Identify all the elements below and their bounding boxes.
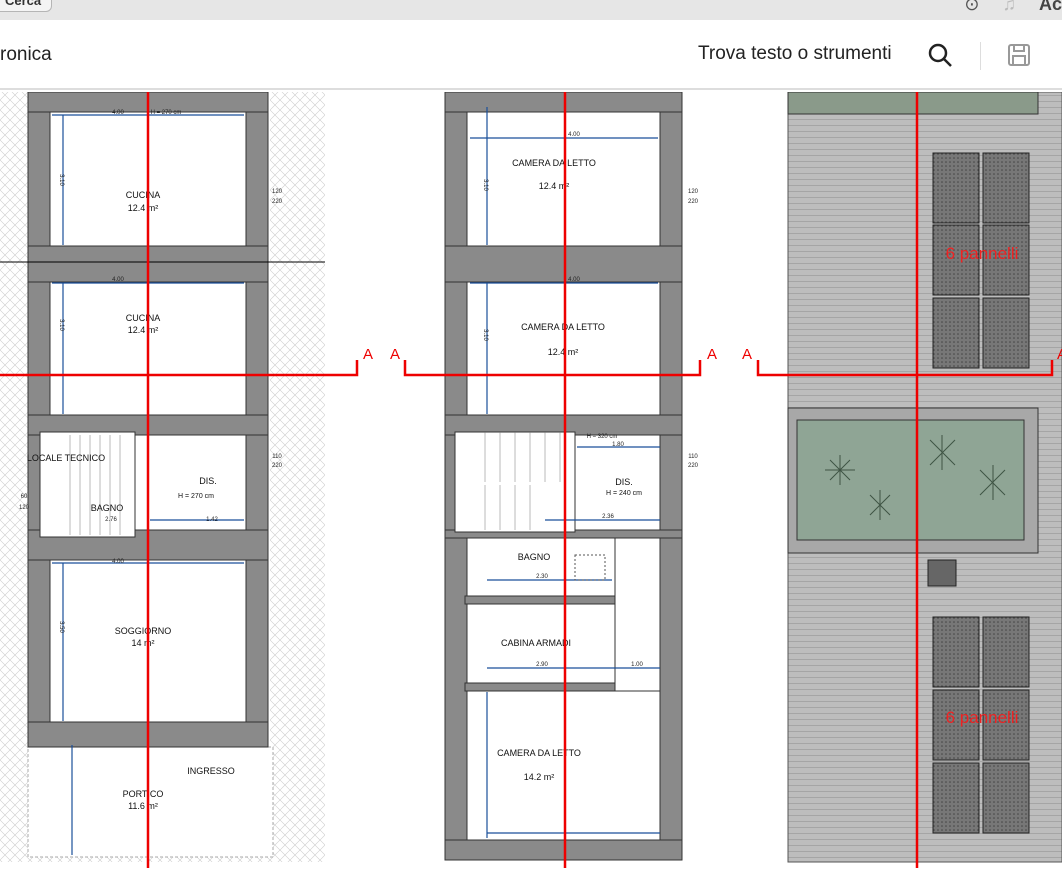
floor-plan-first: CAMERA DA LETTO 12.4 m² CAMERA DA LETTO … — [444, 91, 699, 861]
dimension-label: 110 — [272, 454, 282, 460]
floor-plan-ground: CUCINA 12.4 m² CUCINA 12.4 m² LOCALE TEC… — [0, 91, 325, 862]
panel-count-label: 6 pannelli — [946, 708, 1019, 727]
room-height: H = 240 cm — [606, 490, 642, 497]
room-name: CAMERA DA LETTO — [497, 748, 581, 758]
dimension-label: 2.76 — [105, 517, 117, 523]
room-name: CUCINA — [126, 190, 161, 200]
section-marker: A — [1057, 346, 1062, 363]
dimension-label: 60 — [21, 494, 28, 500]
roof-plan: 6 pannelli 6 pannelli — [787, 91, 1062, 863]
room-name: CAMERA DA LETTO — [512, 158, 596, 168]
dimension-label: 120 — [19, 505, 30, 511]
dimension-label: 2.36 — [602, 514, 614, 520]
notification-bell-icon[interactable]: ♫ — [1002, 0, 1016, 14]
solar-panels-top — [932, 152, 1030, 369]
room-area: 12.4 m² — [548, 347, 579, 357]
section-marker: A — [707, 346, 717, 363]
room-area: 12.4 m² — [539, 181, 570, 191]
dimension-label: 3.10 — [482, 179, 488, 191]
room-height: H = 270 cm — [178, 493, 214, 500]
room-name: BAGNO — [518, 552, 551, 562]
help-icon[interactable]: ⊙ — [964, 0, 980, 14]
section-marker: A — [390, 346, 400, 363]
room-name: CAMERA DA LETTO — [521, 322, 605, 332]
search-tab-button[interactable]: Cerca — [0, 0, 52, 12]
dimension-label: 110 — [688, 454, 698, 460]
pdf-page-canvas[interactable]: CUCINA 12.4 m² CUCINA 12.4 m² LOCALE TEC… — [0, 91, 1062, 868]
section-marker: A — [742, 346, 752, 363]
dimension-label: 1.00 — [631, 662, 643, 668]
room-name: SOGGIORNO — [115, 626, 172, 636]
room-name: BAGNO — [91, 503, 124, 513]
top-right-area: ⊙ ♫ Ac — [964, 0, 1062, 15]
panel-count-label: 6 pannelli — [946, 244, 1019, 263]
search-icon[interactable] — [928, 42, 954, 68]
dimension-label: 2.30 — [536, 574, 548, 580]
room-area: 12.4 m² — [128, 203, 159, 213]
room-name: CUCINA — [126, 313, 161, 323]
dimension-label: 220 — [272, 463, 283, 469]
save-icon[interactable] — [1006, 42, 1032, 68]
section-lines — [0, 92, 1054, 868]
green-roof-planter — [796, 419, 1025, 541]
room-area: 14.2 m² — [524, 772, 555, 782]
document-title: ronica — [0, 44, 52, 65]
dimension-label: 220 — [688, 463, 699, 469]
dimension-label: H = 320 cm — [587, 434, 618, 440]
toolbar-divider — [980, 42, 981, 70]
dimension-label: 220 — [272, 199, 283, 205]
find-tools-label[interactable]: Trova testo o strumenti — [698, 43, 892, 64]
dimension-label: 3.10 — [58, 319, 64, 331]
dimension-label: 4.00 — [112, 110, 124, 116]
account-label[interactable]: Ac — [1038, 0, 1062, 14]
app-top-bar: Cerca ⊙ ♫ Ac — [0, 0, 1062, 20]
dimension-label: 4.00 — [112, 277, 124, 283]
room-name: CABINA ARMADI — [501, 638, 571, 648]
dimension-label: 1.80 — [612, 442, 624, 448]
section-marker: A — [363, 346, 373, 363]
document-toolbar: ronica Trova testo o strumenti — [0, 20, 1062, 90]
dimension-label: 3.10 — [482, 329, 488, 341]
dimension-label: 4.00 — [568, 132, 580, 138]
dimension-label: 4.00 — [112, 559, 124, 565]
dimension-label: 3.50 — [58, 621, 64, 633]
dimension-label: 120 — [688, 189, 699, 195]
room-name: PORTICO — [123, 789, 164, 799]
dimension-label: 220 — [688, 199, 699, 205]
dimension-label: 4.00 — [568, 277, 580, 283]
room-name: LOCALE TECNICO — [27, 453, 105, 463]
dimension-label: 2.90 — [536, 662, 548, 668]
room-name: DIS. — [615, 477, 633, 487]
dimension-label: H = 270 cm — [151, 110, 182, 116]
room-area: 11.6 m² — [128, 801, 158, 811]
dimension-label: 1.42 — [206, 517, 218, 523]
entrance-label: INGRESSO — [187, 766, 235, 776]
room-name: DIS. — [199, 476, 217, 486]
solar-panels-bottom — [932, 616, 1030, 834]
room-area: 14 m² — [131, 638, 154, 648]
dimension-label: 3.10 — [58, 174, 64, 186]
room-area: 12.4 m² — [128, 325, 159, 335]
dimension-label: 120 — [272, 189, 283, 195]
